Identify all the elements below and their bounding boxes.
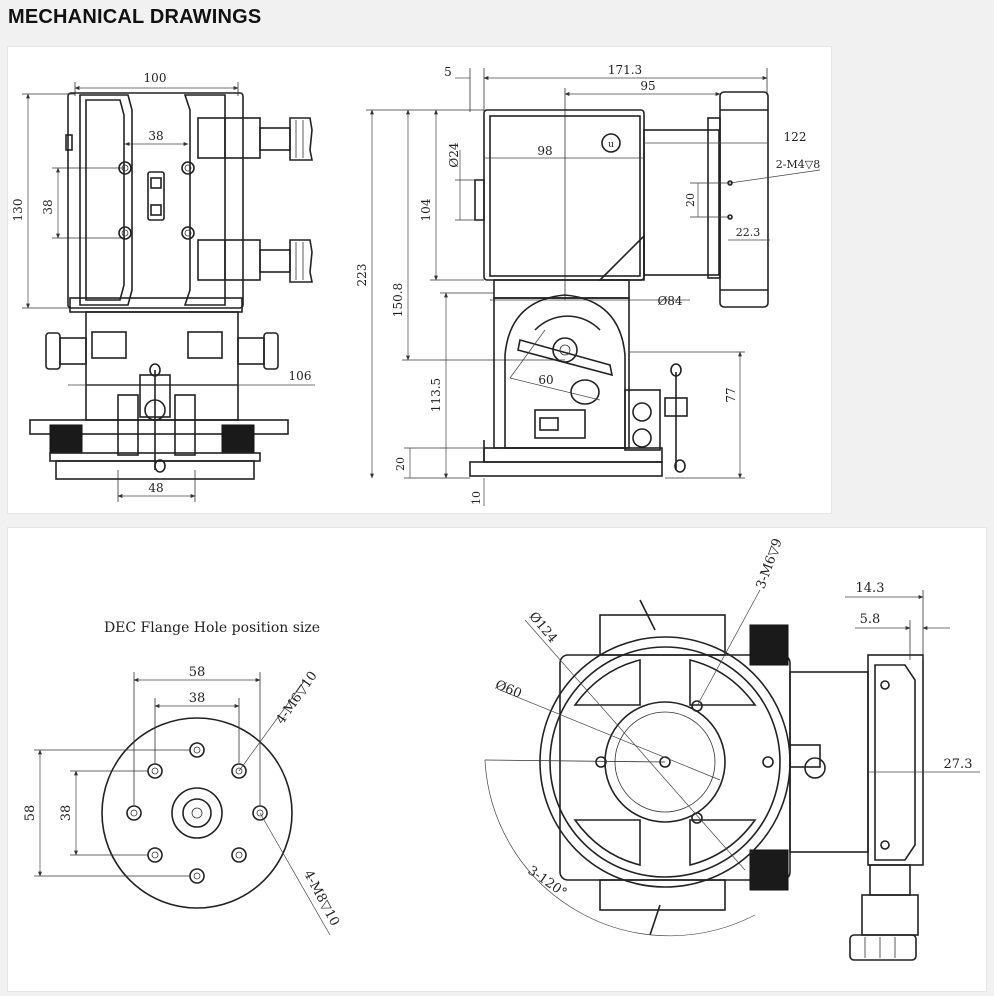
dim-side-122: 122 bbox=[784, 130, 807, 144]
dim-ra-d60: Ø60 bbox=[493, 678, 524, 702]
dim-side-77: 77 bbox=[724, 387, 738, 402]
dim-side-223: 223 bbox=[355, 264, 369, 287]
dim-side-113: 113.5 bbox=[429, 378, 443, 412]
dim-flange-58-left: 58 bbox=[23, 805, 38, 822]
dim-ra-d124: Ø124 bbox=[526, 609, 560, 646]
svg-text:u: u bbox=[608, 140, 614, 150]
dim-ra-14: 14.3 bbox=[856, 581, 885, 596]
dim-ra-27: 27.3 bbox=[944, 757, 973, 772]
bottom-drawing-panel bbox=[7, 527, 987, 992]
front-view: 100 130 38 38 bbox=[11, 71, 315, 502]
dim-flange-m6: 4-M6▽10 bbox=[274, 669, 321, 727]
dim-side-95: 95 bbox=[640, 79, 655, 93]
dim-side-98: 98 bbox=[537, 144, 552, 158]
dim-side-10: 10 bbox=[470, 491, 483, 505]
dim-side-171: 171.3 bbox=[608, 63, 642, 77]
dim-side-d84: Ø84 bbox=[657, 294, 682, 308]
page-title: MECHANICAL DRAWINGS bbox=[8, 6, 262, 28]
dim-flange-38: 38 bbox=[189, 691, 206, 706]
dim-side-20b: 20 bbox=[394, 457, 407, 471]
dim-front-48: 48 bbox=[148, 481, 163, 495]
ra-view: 3-M6▽9 Ø124 Ø60 3-120° 14.3 5.8 27.3 bbox=[484, 537, 980, 961]
flange-caption: DEC Flange Hole position size bbox=[104, 620, 320, 636]
top-drawing-panel bbox=[7, 46, 832, 514]
side-view: 5 171.3 95 u Ø24 98 122 2-M4▽8 bbox=[355, 63, 820, 506]
dim-front-106: 106 bbox=[289, 369, 312, 383]
dim-side-5: 5 bbox=[444, 65, 452, 79]
dim-side-60: 60 bbox=[538, 373, 553, 387]
dim-front-38-h: 38 bbox=[148, 129, 163, 143]
dim-side-22: 22.3 bbox=[736, 226, 761, 239]
dim-ra-m6: 3-M6▽9 bbox=[754, 537, 786, 591]
flange-view: DEC Flange Hole position size 58 38 58 bbox=[23, 620, 342, 936]
dim-front-130: 130 bbox=[11, 199, 25, 222]
dim-side-104: 104 bbox=[419, 198, 433, 221]
dim-side-20: 20 bbox=[684, 193, 697, 207]
dim-ra-3x120: 3-120° bbox=[525, 863, 570, 901]
dim-flange-38-left: 38 bbox=[59, 805, 74, 822]
dim-front-38-v: 38 bbox=[41, 199, 55, 214]
dim-ra-5: 5.8 bbox=[860, 612, 881, 627]
dim-front-100: 100 bbox=[144, 71, 167, 85]
dim-side-150: 150.8 bbox=[391, 283, 405, 317]
dim-side-thread: 2-M4▽8 bbox=[776, 158, 820, 171]
dim-side-d24: Ø24 bbox=[447, 142, 461, 167]
dim-flange-58: 58 bbox=[189, 665, 206, 680]
